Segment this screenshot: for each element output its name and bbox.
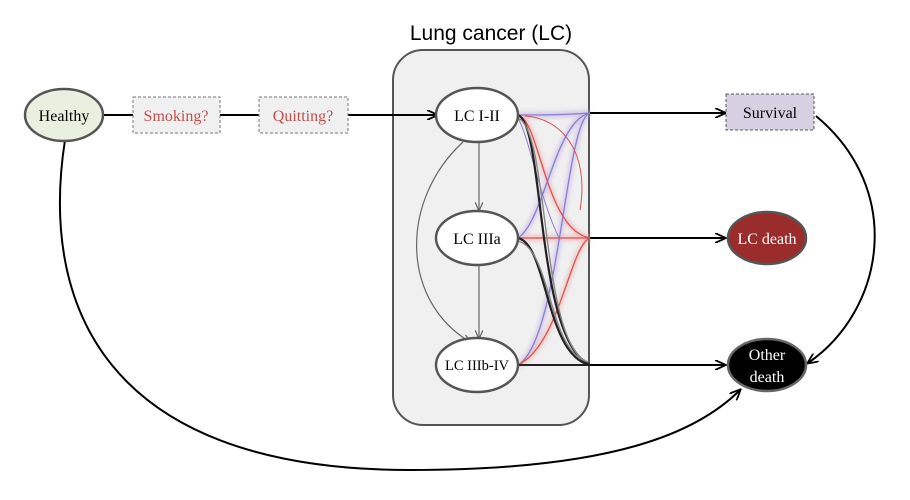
edge-survival-to-other-death xyxy=(808,115,876,363)
node-lc-1-2-label: LC I-II xyxy=(454,108,500,125)
node-lc-death: LC death xyxy=(726,210,808,266)
node-quitting-label: Quitting? xyxy=(273,108,333,125)
arrow-lc12-to-lc3b4 xyxy=(416,141,470,342)
node-lc-3a: LC IIIa xyxy=(434,209,520,267)
node-survival-label: Survival xyxy=(743,105,798,122)
node-smoking-label: Smoking? xyxy=(144,108,209,125)
node-smoking: Smoking? xyxy=(132,96,221,134)
edge-healthy-to-other-death xyxy=(58,139,740,472)
node-lc-3b-4-label: LC IIIb-IV xyxy=(445,358,510,374)
node-lc-death-label: LC death xyxy=(737,231,796,248)
transition-flows xyxy=(516,110,592,368)
node-other-death-label-1: Other xyxy=(749,347,786,364)
node-other-death-label-2: death xyxy=(750,369,785,386)
node-healthy: Healthy xyxy=(23,87,105,143)
diagram-title: Lung cancer (LC) xyxy=(410,22,572,45)
node-lc-3b-4: LC IIIb-IV xyxy=(434,336,520,394)
node-healthy-label: Healthy xyxy=(39,108,90,125)
node-lc-3a-label: LC IIIa xyxy=(453,231,501,248)
node-survival: Survival xyxy=(725,93,815,131)
node-other-death: Other death xyxy=(726,337,808,393)
node-quitting: Quitting? xyxy=(258,96,349,134)
node-lc-1-2: LC I-II xyxy=(434,86,520,144)
